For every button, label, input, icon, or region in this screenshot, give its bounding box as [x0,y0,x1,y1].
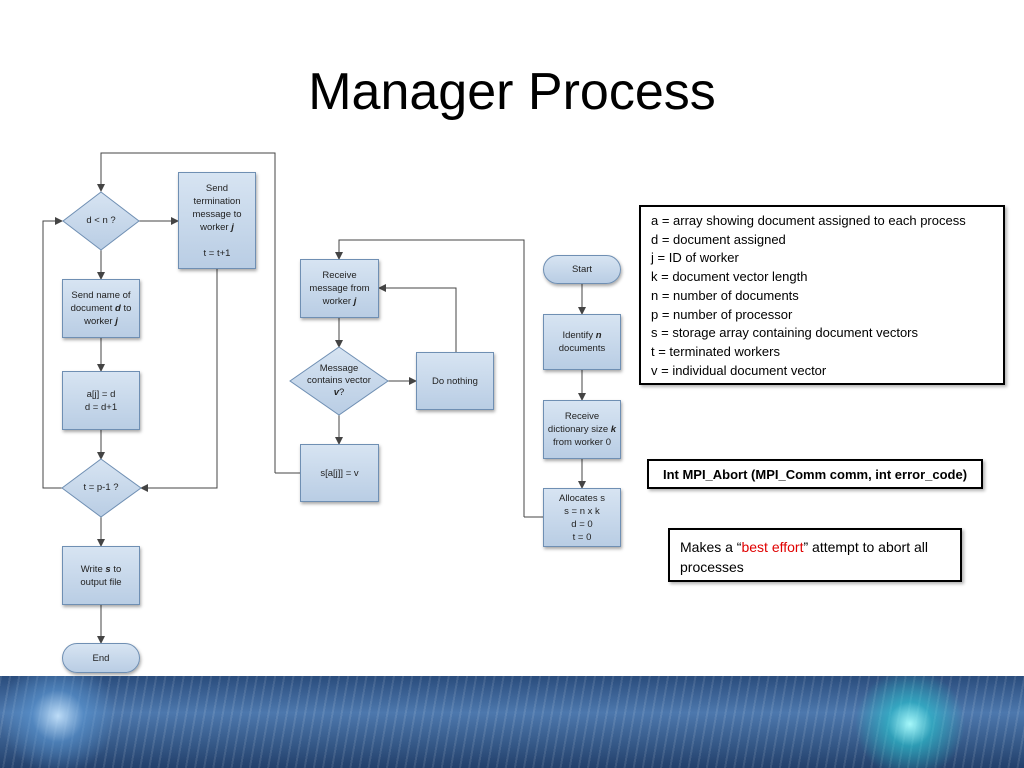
write-line2: output file [80,576,122,588]
assign-line2: d = d+1 [84,401,118,413]
end-terminal: End [62,643,140,673]
term-line2: termination [193,195,241,207]
write-to: to [113,563,122,575]
term-increment: t = t+1 [203,247,231,259]
write-line1: Write [80,563,103,575]
assign-box: a[j] = d d = d+1 [62,371,140,430]
alloc-line3: d = 0 [571,518,593,530]
legend-item: k = document vector length [651,269,808,285]
alloc-line4: t = 0 [572,531,592,543]
decorative-banner-image [0,676,1024,768]
slide-title: Manager Process [308,63,716,121]
decision-message-label: Message contains vector v? [300,362,378,400]
alloc-line2: s = n x k [564,505,600,517]
identify-line1: Identify [562,330,594,341]
send-doc-worker: worker [84,316,113,327]
term-var-j: j [231,221,234,233]
dict-var-k: k [610,424,617,435]
alloc-line1: Allocates s [559,492,605,504]
receive-worker: worker [322,296,352,307]
send-document-box: Send name of document d to worker j [62,279,140,338]
decision-d-lt-n [62,191,140,251]
term-line3: message to [192,208,242,220]
legend-item: v = individual document vector [651,362,827,378]
legend-item: j = ID of worker [651,250,739,266]
note-text-after: ” attempt to abort all processes [680,539,928,575]
dict-line3: from worker 0 [552,437,612,448]
receive-line1: Receive [322,270,357,281]
legend-item: d = document assigned [651,231,786,247]
decision-t-eq-p-minus-1 [61,458,142,518]
msg-question: ? [339,387,345,398]
mpi-abort-note: Makes a “best effort” attempt to abort a… [668,528,962,582]
msg-var-v: v [333,387,339,398]
decision-d-lt-n-label: d < n ? [86,215,116,226]
write-output-box: Write s to output file [62,546,140,605]
identify-documents-box: Identify n documents [543,314,621,370]
assign-line1: a[j] = d [86,388,116,400]
variable-legend: a = array showing document assigned to e… [639,205,1005,385]
send-doc-to: to [123,303,132,314]
note-text-before: Makes a “ [680,539,742,555]
send-termination-box: Send termination message to worker j t =… [178,172,256,269]
note-highlight: best effort [741,539,804,555]
legend-item: p = number of processor [651,306,793,322]
identify-line2: documents [558,343,606,354]
allocate-box: Allocates s s = n x k d = 0 t = 0 [543,488,621,547]
term-line1: Send [205,182,229,194]
msg-line2: contains vector [307,375,371,386]
start-terminal: Start [543,255,621,284]
receive-message-box: Receive message from worker j [300,259,379,318]
legend-item: a = array showing document assigned to e… [651,213,966,228]
do-nothing-box: Do nothing [416,352,494,410]
legend-item: s = storage array containing document ve… [651,325,919,341]
legend-item: t = terminated workers [651,343,780,359]
flowchart-connectors [42,152,586,644]
send-doc-var-j: j [115,316,118,327]
receive-dictionary-box: Receive dictionary size k from worker 0 [543,400,621,459]
write-var-s: s [105,563,111,575]
mpi-abort-signature: Int MPI_Abort (MPI_Comm comm, int error_… [647,459,983,489]
dict-line2: dictionary size [547,424,609,435]
term-worker: worker [200,221,229,233]
store-vector-box: s[a[j]] = v [300,444,379,502]
send-doc-line2: document [70,303,113,314]
decision-message-contains-vector [289,346,389,416]
receive-var-j: j [353,296,357,307]
send-doc-line1: Send name of [71,290,131,301]
receive-line2: message from [309,283,370,294]
dict-line1: Receive [564,411,600,422]
send-doc-var-d: d [114,303,121,314]
decision-t-label: t = p-1 ? [83,482,119,493]
identify-var-n: n [595,330,602,341]
msg-line1: Message [319,363,359,374]
legend-item: n = number of documents [651,287,799,303]
